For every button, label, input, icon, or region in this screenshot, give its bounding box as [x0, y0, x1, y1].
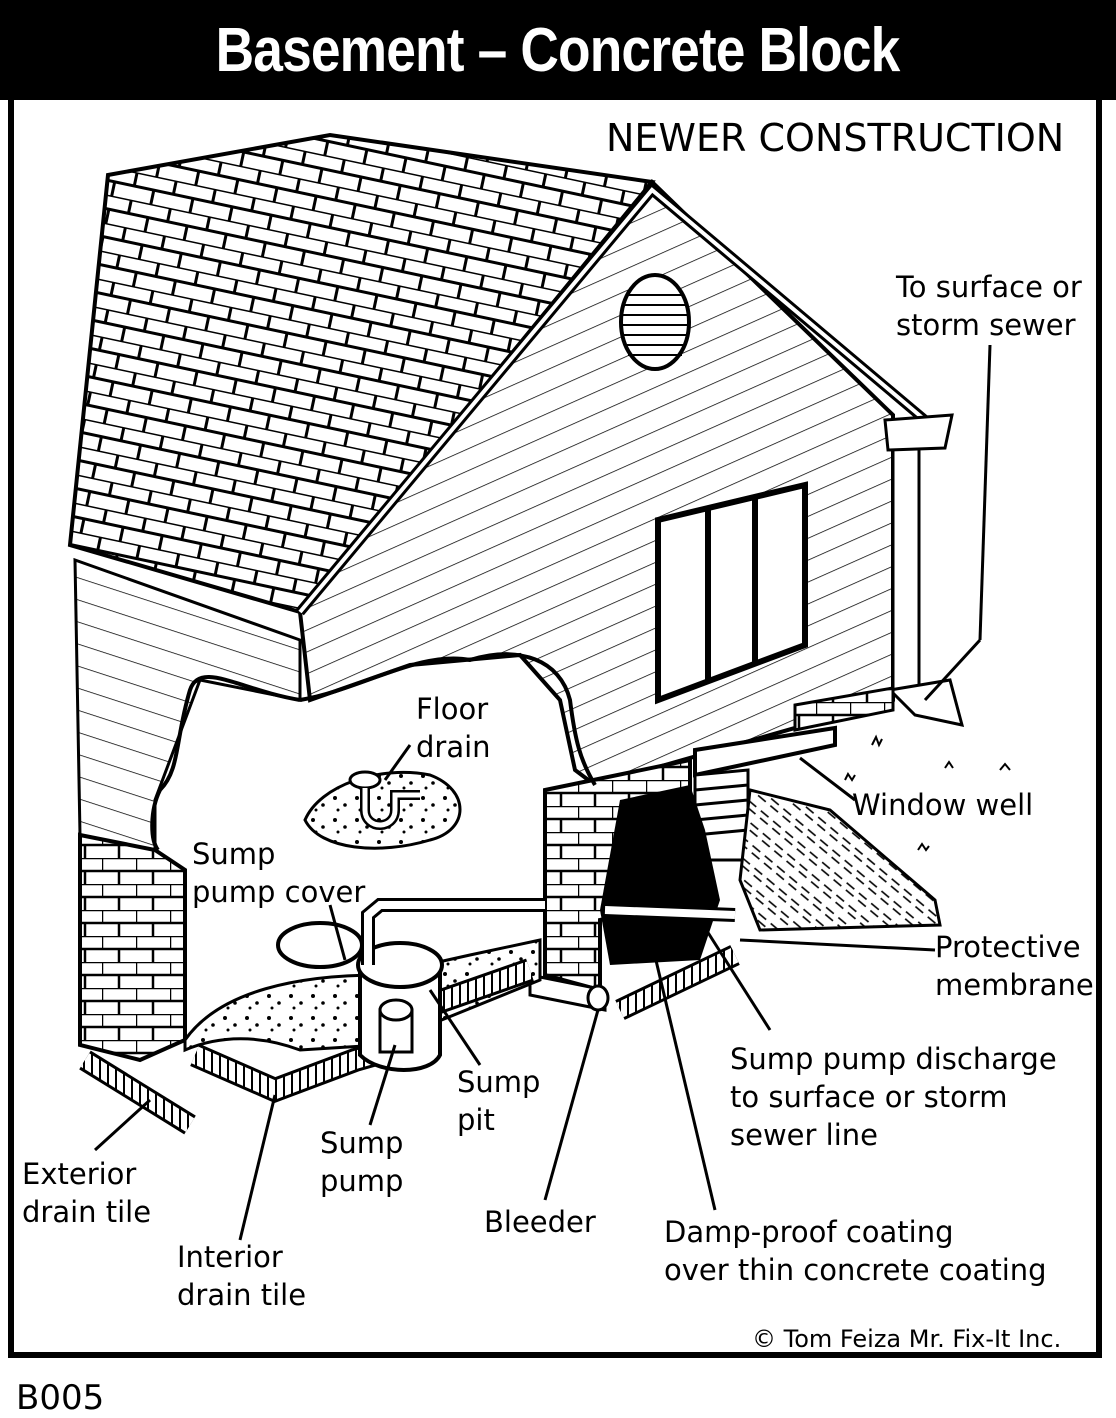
- illustration-frame: [8, 100, 1102, 1358]
- backfill: [738, 788, 942, 932]
- label-exterior-tile: Exterior drain tile: [22, 1157, 152, 1229]
- subtitle: NEWER CONSTRUCTION: [606, 116, 1065, 160]
- left-brick-wall: [78, 832, 187, 1063]
- page-title: Basement – Concrete Block: [216, 15, 901, 85]
- copyright: © Tom Feiza Mr. Fix-It Inc.: [752, 1325, 1062, 1353]
- bleeder: [586, 984, 610, 1012]
- label-interior-tile: Interior drain tile: [177, 1240, 307, 1312]
- downspout: [891, 438, 921, 692]
- label-coating: Damp-proof coating over thin concrete co…: [664, 1215, 1047, 1287]
- cutaway-edge: [150, 675, 301, 852]
- title-bar: Basement – Concrete Block: [0, 0, 1116, 100]
- sump-pump-cover: [276, 921, 364, 969]
- label-membrane: Protective membrane: [935, 930, 1094, 1002]
- window-well: [693, 725, 837, 778]
- label-floor-drain: Floor drain: [416, 692, 491, 764]
- label-to-surface: To surface or storm sewer: [896, 270, 1082, 342]
- label-sump-pit: Sump pit: [457, 1065, 541, 1137]
- label-sump-cover: Sump pump cover: [192, 837, 366, 909]
- window: [655, 481, 808, 705]
- label-sump-pump: Sump pump: [320, 1126, 404, 1198]
- label-bleeder: Bleeder: [484, 1205, 596, 1239]
- label-discharge: Sump pump discharge to surface or storm …: [730, 1042, 1057, 1152]
- figure-code: B005: [16, 1378, 105, 1418]
- label-window-well: Window well: [852, 788, 1034, 822]
